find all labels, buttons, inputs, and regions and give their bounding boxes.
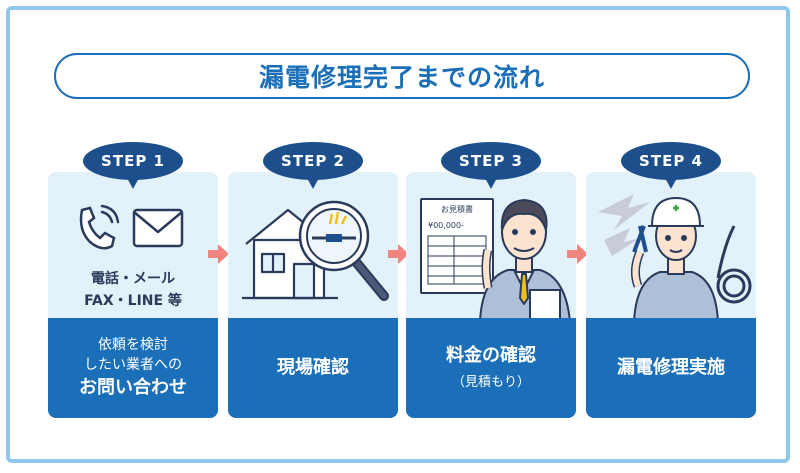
arrow-right-icon (208, 244, 229, 264)
page-title: 漏電修理完了までの流れ (258, 63, 545, 92)
estimate-title: お見積書 (441, 205, 473, 214)
house-magnifier-illustration (242, 200, 389, 301)
step-3-label: 料金の確認 （見積もり） (406, 318, 576, 418)
title-banner: 漏電修理完了までの流れ (54, 53, 750, 99)
step-1: STEP 1 電話・メール FAX・LINE 等 依頼を検討 したい業者への お… (48, 142, 218, 418)
step-1-badge: STEP 1 (83, 142, 183, 189)
step-1-card: 電話・メール FAX・LINE 等 依頼を検討 したい業者への お問い合わせ (48, 172, 218, 418)
step-3-card: お見積書 ¥00,000- (406, 172, 576, 418)
step-4: STEP 4 (586, 142, 756, 418)
step-2-label: 現場確認 (228, 318, 398, 418)
step-1-label: 依頼を検討 したい業者への お問い合わせ (48, 318, 218, 418)
step-2-badge: STEP 2 (263, 142, 363, 189)
contact-methods-line1: 電話・メール (91, 271, 175, 287)
lightning-icon (598, 194, 650, 256)
arrow-right-icon (388, 244, 409, 264)
step-4-badge: STEP 4 (621, 142, 721, 189)
staff-person-illustration (479, 199, 571, 322)
step-2: STEP 2 現場確認 (228, 142, 398, 418)
step-4-card: 漏電修理実施 (586, 172, 756, 418)
step-3-badge: STEP 3 (441, 142, 541, 189)
electrician-illustration (598, 194, 752, 322)
estimate-amount: ¥00,000- (428, 221, 464, 230)
contact-methods-line2: FAX・LINE 等 (84, 293, 182, 309)
step-2-card: 現場確認 (228, 172, 398, 418)
phone-mail-icons (79, 204, 184, 250)
phone-icon (79, 204, 120, 250)
step-4-label: 漏電修理実施 (586, 318, 756, 418)
arrow-right-icon (567, 244, 588, 264)
magnifier-icon (298, 200, 389, 301)
envelope-icon (132, 208, 184, 248)
step-3: STEP 3 お見積書 ¥00,000- (406, 142, 576, 418)
